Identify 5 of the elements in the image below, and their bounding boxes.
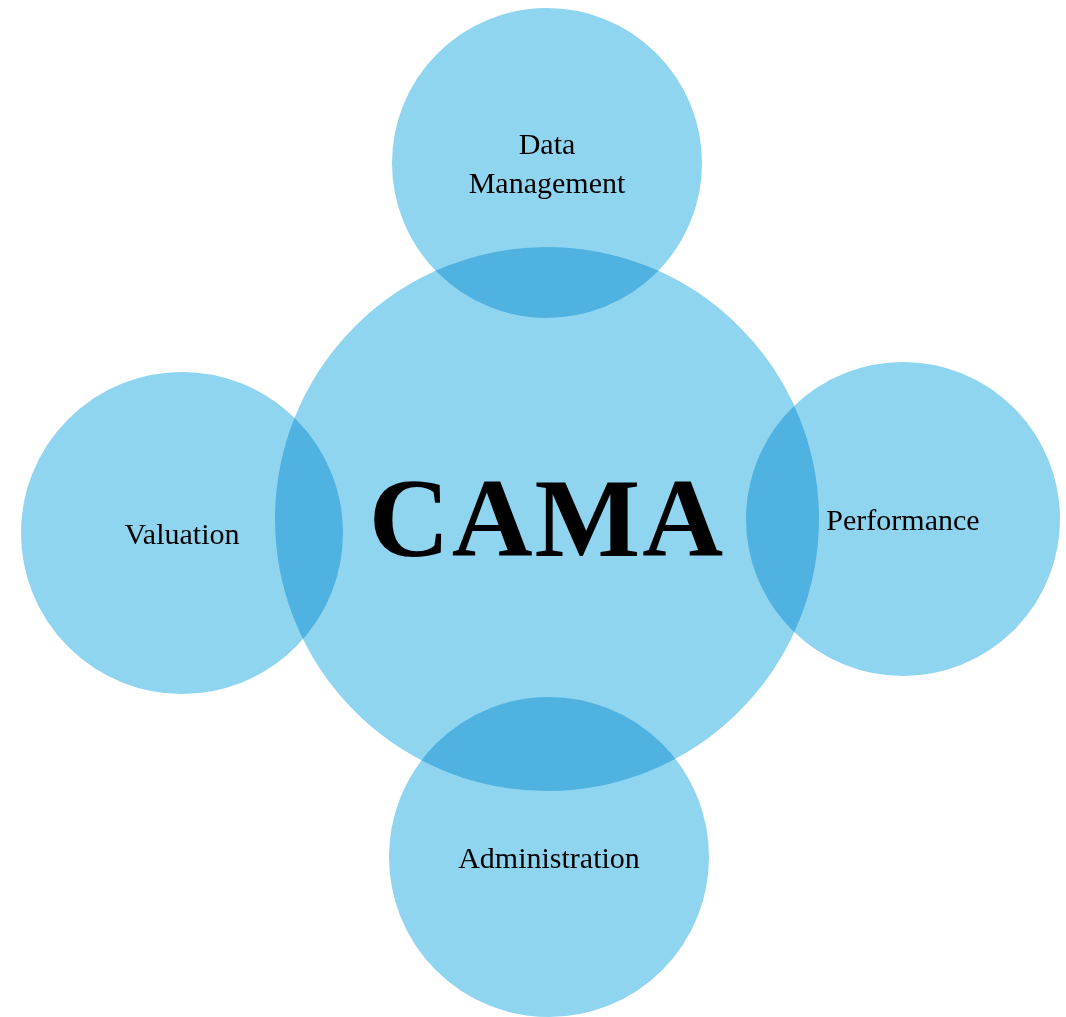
- node-label: Performance: [826, 501, 980, 538]
- center-title: CAMA: [368, 455, 726, 583]
- node-label: Data Management: [467, 126, 627, 201]
- node-label: Administration: [458, 839, 640, 876]
- node-label: Valuation: [124, 515, 240, 552]
